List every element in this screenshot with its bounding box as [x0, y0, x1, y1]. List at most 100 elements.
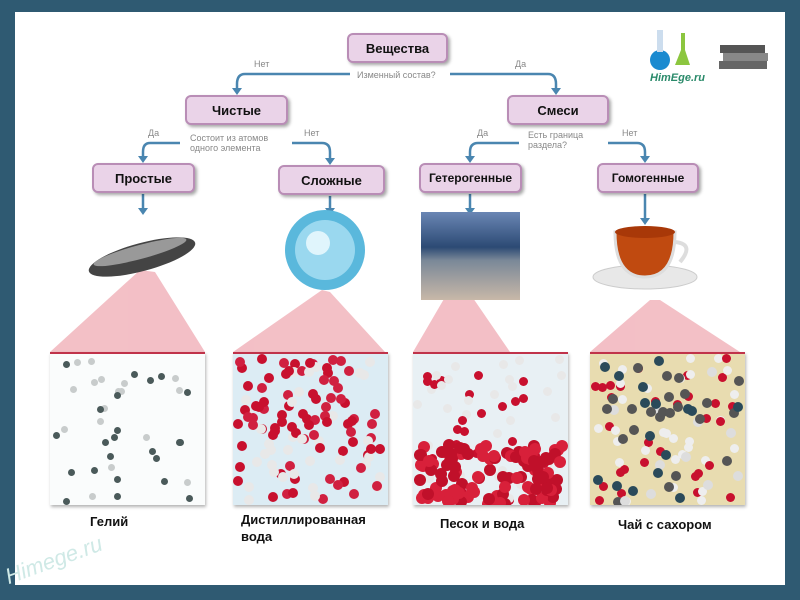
- molecule-dot: [354, 367, 365, 378]
- molecule-dot: [698, 486, 708, 496]
- molecule-dot: [131, 370, 139, 378]
- molecule-dot: [686, 369, 696, 379]
- molecule-dot: [118, 388, 126, 396]
- panel-water: [233, 352, 388, 505]
- molecule-dot: [443, 404, 453, 414]
- label-yes: Да: [515, 59, 527, 69]
- molecule-dot: [703, 480, 714, 491]
- molecule-dot: [499, 481, 512, 494]
- molecule-dot: [652, 468, 663, 479]
- molecule-dot: [684, 443, 694, 453]
- molecule-dot: [519, 393, 529, 403]
- molecule-dot: [627, 485, 638, 496]
- molecule-dot: [662, 428, 672, 438]
- molecule-dot: [422, 488, 435, 501]
- molecule-dot: [556, 370, 566, 380]
- molecule-dot: [435, 474, 448, 487]
- molecule-dot: [535, 455, 548, 468]
- label-no: Нет: [304, 128, 320, 138]
- molecule-dot: [618, 364, 628, 374]
- molecule-dot: [61, 426, 69, 434]
- molecule-dot: [551, 473, 564, 486]
- molecule-dot: [452, 424, 462, 434]
- molecule-dot: [244, 481, 255, 492]
- molecule-dot: [176, 387, 184, 395]
- molecule-dot: [321, 402, 332, 413]
- water-image: [285, 210, 365, 290]
- molecule-dot: [120, 379, 128, 387]
- molecule-dot: [683, 403, 694, 414]
- molecule-dot: [304, 367, 315, 378]
- molecule-dot: [661, 450, 671, 461]
- molecule-dot: [632, 363, 643, 374]
- molecule-dot: [248, 412, 259, 423]
- molecule-dot: [497, 471, 510, 484]
- molecule-dot: [107, 453, 115, 461]
- molecule-dot: [674, 493, 685, 504]
- molecule-dot: [114, 387, 122, 395]
- logo-text: HimEge.ru: [650, 72, 706, 84]
- molecule-dot: [284, 461, 295, 472]
- molecule-dot: [715, 416, 725, 426]
- molecule-dot: [322, 363, 333, 374]
- molecule-dot: [276, 410, 287, 420]
- molecule-dot: [448, 469, 461, 482]
- molecule-dot: [322, 416, 333, 427]
- molecule-dot: [309, 430, 320, 441]
- molecule-dot: [304, 358, 315, 369]
- molecule-dot: [605, 380, 615, 390]
- molecule-dot: [717, 372, 727, 382]
- molecule-dot: [240, 394, 251, 405]
- molecule-dot: [283, 445, 294, 456]
- molecule-dot: [445, 448, 458, 461]
- molecule-dot: [617, 433, 628, 444]
- label-distilled-water: Дистиллированная вода: [241, 512, 366, 544]
- molecule-dot: [186, 494, 194, 502]
- molecule-dot: [509, 451, 522, 464]
- molecule-dot: [605, 421, 615, 431]
- molecule-dot: [266, 445, 277, 456]
- molecule-dot: [374, 472, 385, 483]
- molecule-dot: [337, 445, 348, 456]
- molecule-dot: [519, 377, 529, 387]
- molecule-dot: [289, 358, 300, 369]
- molecule-dot: [277, 416, 288, 427]
- molecule-dot: [340, 398, 351, 409]
- molecule-dot: [701, 397, 712, 408]
- molecule-dot: [333, 479, 344, 490]
- molecule-dot: [333, 383, 344, 394]
- molecule-dot: [447, 485, 460, 498]
- molecule-dot: [497, 465, 507, 475]
- molecule-dot: [654, 459, 665, 470]
- molecule-dot: [665, 407, 676, 418]
- molecule-dot: [348, 488, 359, 499]
- molecule-dot: [458, 442, 471, 455]
- molecule-dot: [618, 394, 628, 404]
- molecule-dot: [591, 382, 601, 392]
- molecule-dot: [511, 471, 524, 484]
- molecule-dot: [611, 481, 622, 492]
- molecule-dot: [422, 455, 435, 468]
- molecule-dot: [645, 489, 656, 500]
- node-complex: Сложные: [278, 165, 385, 195]
- molecule-dot: [701, 413, 711, 423]
- molecule-dot: [643, 384, 653, 394]
- molecule-dot: [237, 441, 248, 452]
- molecule-dot: [505, 494, 515, 504]
- molecule-dot: [97, 376, 105, 384]
- molecule-dot: [671, 455, 681, 465]
- molecule-dot: [263, 373, 274, 384]
- molecule-dot: [691, 472, 701, 482]
- molecule-dot: [346, 426, 357, 437]
- molecule-dot: [663, 481, 674, 492]
- molecule-dot: [309, 490, 320, 501]
- molecule-dot: [490, 389, 500, 399]
- molecule-dot: [282, 389, 293, 400]
- molecule-dot: [240, 405, 251, 415]
- molecule-dot: [184, 478, 192, 486]
- molecule-dot: [335, 454, 346, 465]
- molecule-dot: [612, 436, 622, 446]
- molecule-dot: [679, 389, 690, 400]
- molecule-dot: [681, 451, 692, 462]
